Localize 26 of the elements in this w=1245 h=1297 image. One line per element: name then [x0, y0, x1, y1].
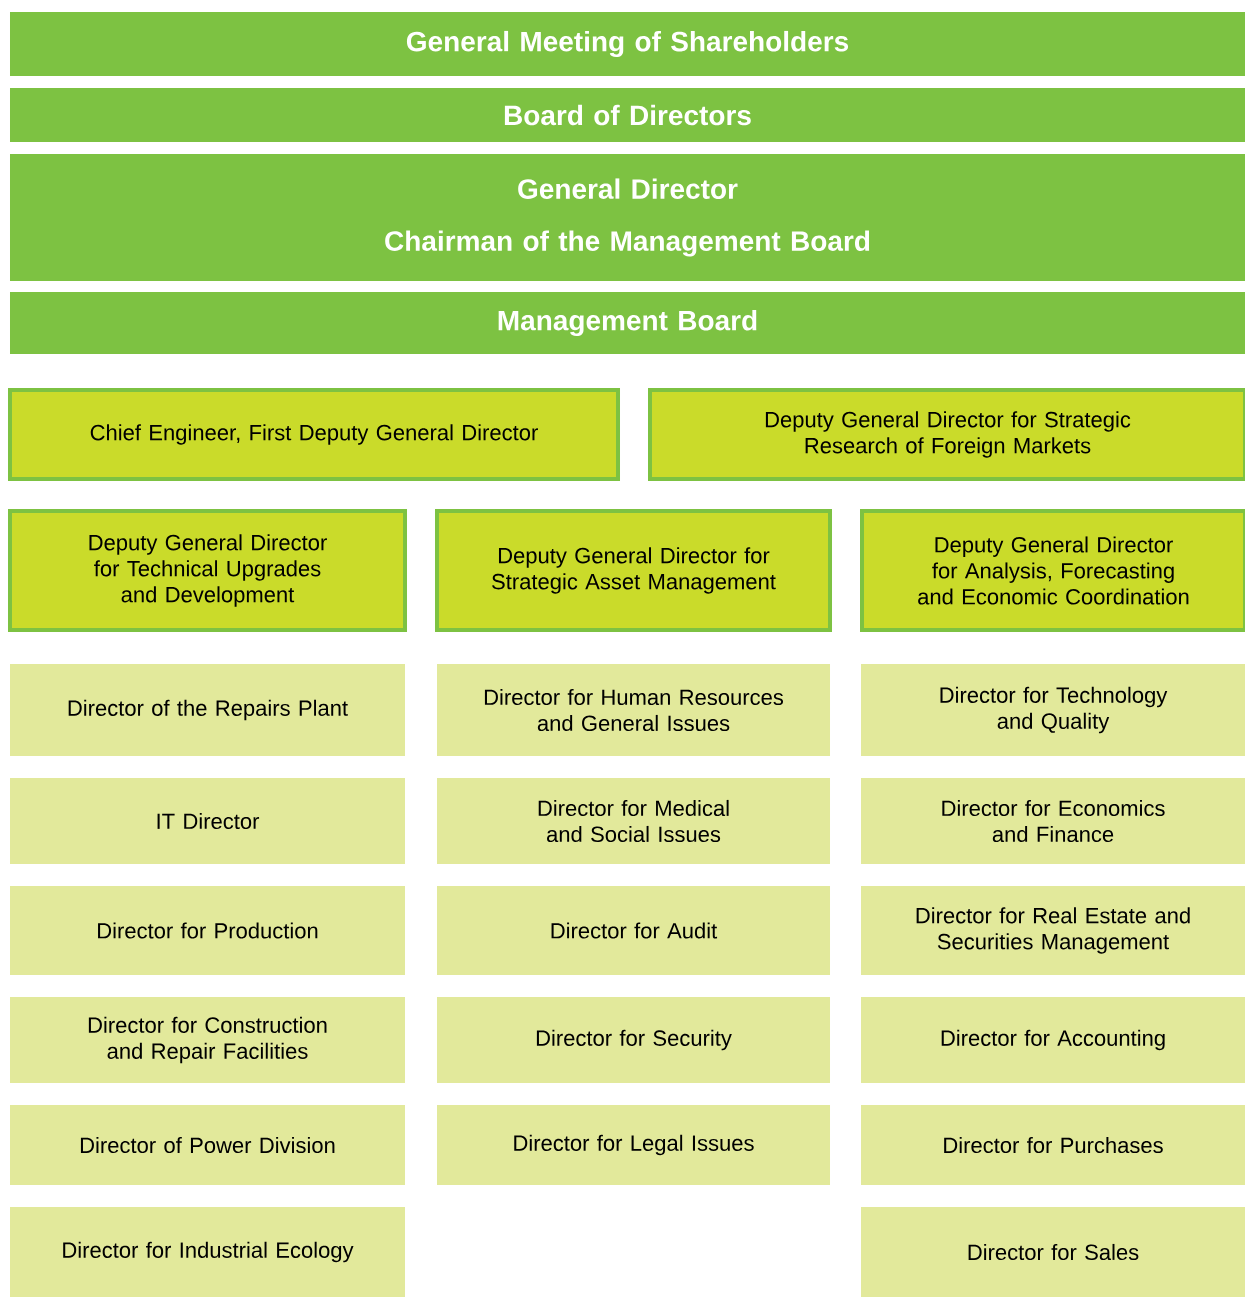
director-box: Director of the Repairs Plant [10, 664, 405, 756]
director-box: Director for Human Resources and General Issues [437, 664, 830, 756]
director-box: Director for Audit [437, 886, 830, 975]
deputy-box: Chief Engineer, First Deputy General Director [8, 388, 620, 481]
director-box: Director for Legal Issues [437, 1105, 830, 1185]
deputy-box: Deputy General Director for Technical Upgrades and Development [8, 509, 407, 632]
title-band: General Meeting of Shareholders [10, 12, 1245, 76]
director-box: Director for Industrial Ecology [10, 1207, 405, 1297]
director-box: Director for Medical and Social Issues [437, 778, 830, 864]
deputy-box: Deputy General Director for Strategic Asset Management [435, 509, 832, 632]
director-box: Director for Accounting [861, 997, 1245, 1083]
director-box: Director for Economics and Finance [861, 778, 1245, 864]
deputy-box: Deputy General Director for Strategic Research of Foreign Markets [648, 388, 1245, 481]
director-box: Director for Security [437, 997, 830, 1083]
title-band: Board of Directors [10, 88, 1245, 142]
director-box: IT Director [10, 778, 405, 864]
title-band: General Director Chairman of the Management Board [10, 154, 1245, 281]
director-box: Director for Construction and Repair Facilities [10, 997, 405, 1083]
director-box: Director of Power Division [10, 1105, 405, 1185]
title-band: Management Board [10, 292, 1245, 354]
director-box: Director for Production [10, 886, 405, 975]
director-box: Director for Real Estate and Securities Management [861, 886, 1245, 975]
director-box: Director for Technology and Quality [861, 664, 1245, 756]
director-box: Director for Purchases [861, 1105, 1245, 1185]
deputy-box: Deputy General Director for Analysis, Forecasting and Economic Coordination [860, 509, 1245, 632]
director-box: Director for Sales [861, 1207, 1245, 1297]
